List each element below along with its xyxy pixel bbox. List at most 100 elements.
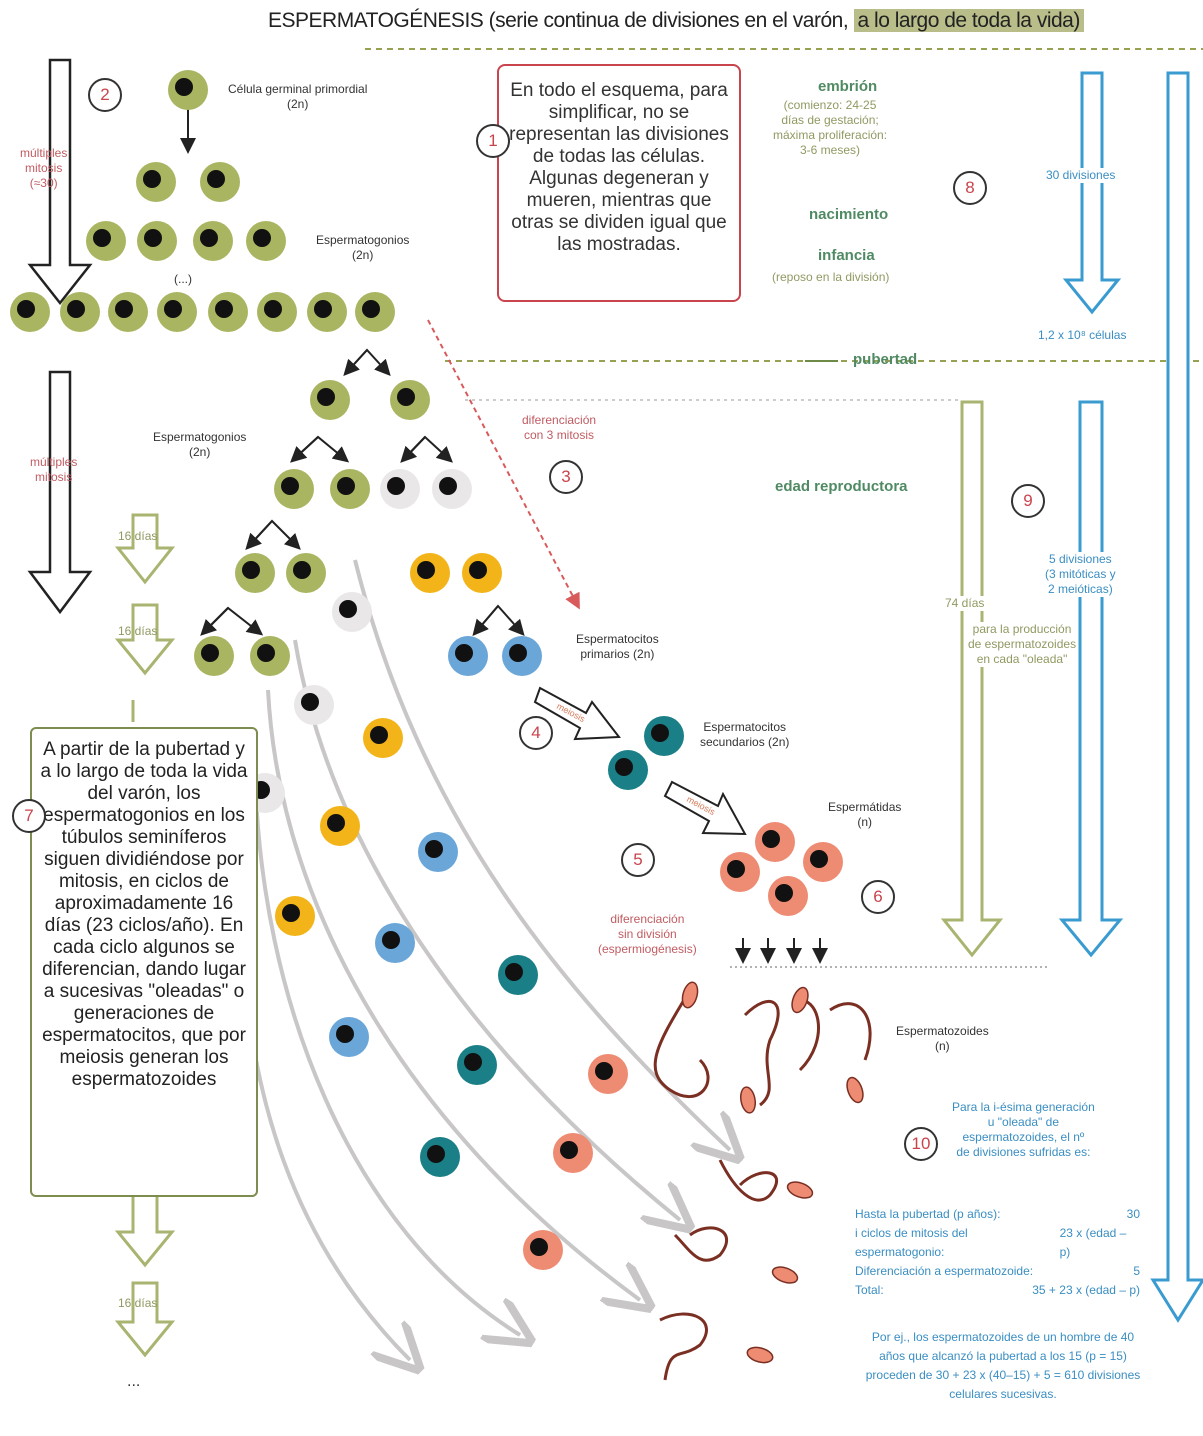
step-number-3: 3 xyxy=(549,460,583,494)
cell xyxy=(380,469,420,509)
cell xyxy=(332,592,372,632)
title-main: ESPERMATOGÉNESIS (serie continua de divi… xyxy=(268,9,849,32)
note-box-7: A partir de la pubertad y a lo largo de … xyxy=(30,727,258,1197)
right-cyan-arrow-tall xyxy=(1150,71,1203,1323)
cell xyxy=(523,1230,563,1270)
spermatids-label: Espermátidas(n) xyxy=(828,800,902,829)
cell xyxy=(286,553,326,593)
ellipsis-dots: ... xyxy=(127,1373,141,1390)
step-number-2: 2 xyxy=(88,78,122,112)
days-label-2: 16 días xyxy=(118,624,158,638)
right-cyan-arrow-adult xyxy=(1058,400,1124,958)
cell xyxy=(320,806,360,846)
step-number-4: 4 xyxy=(519,716,553,750)
formula-example: Por ej., los espermatozoides de un hombr… xyxy=(865,1330,1141,1401)
cell xyxy=(310,380,350,420)
formula-table: Hasta la pubertad (p años):30 i ciclos d… xyxy=(855,1205,1140,1300)
days-label-3: 16 días xyxy=(118,1296,158,1310)
step-number-10: 10 xyxy=(904,1127,938,1161)
spermatogonia-label-1: Espermatogonios(2n) xyxy=(316,233,410,262)
formula-row: Total:35 + 23 x (edad – p) xyxy=(855,1283,1140,1297)
cell xyxy=(363,718,403,758)
cell xyxy=(803,842,843,882)
step-number-5: 5 xyxy=(621,843,655,877)
cell xyxy=(608,750,648,790)
cell xyxy=(420,1137,460,1177)
spermiogenesis-arrows xyxy=(735,938,828,964)
cell xyxy=(274,469,314,509)
ellipsis-cells: (...) xyxy=(174,272,192,286)
stage-pubertad: pubertad xyxy=(853,351,918,368)
spermatozoa-label: Espermatozoides(n) xyxy=(896,1024,989,1053)
days-label-1: 16 días xyxy=(118,529,158,543)
cell xyxy=(498,955,538,995)
cell xyxy=(168,70,208,110)
cell xyxy=(410,553,450,593)
formula-row: Diferenciación a espermatozoide:5 xyxy=(855,1264,1140,1278)
step-number-1: 1 xyxy=(476,124,510,158)
cell xyxy=(246,221,286,261)
diagram-title: ESPERMATOGÉNESIS (serie continua de divi… xyxy=(268,6,1084,36)
lineage-forks xyxy=(200,348,525,637)
step-number-8: 8 xyxy=(953,171,987,205)
cell xyxy=(644,716,684,756)
cells-layer xyxy=(10,70,843,1270)
cell xyxy=(157,292,197,332)
cell xyxy=(137,221,177,261)
stage-embrion: embrión xyxy=(818,78,878,95)
cell xyxy=(250,636,290,676)
thirty-divisions: 30 divisiones xyxy=(1046,168,1116,183)
cell xyxy=(275,896,315,936)
cell xyxy=(235,553,275,593)
left-arrow-lower xyxy=(27,370,93,615)
cell xyxy=(720,852,760,892)
stage-nacimiento: nacimiento xyxy=(809,206,889,223)
cell xyxy=(462,553,502,593)
germ-cell-label: Célula germinal primordial(2n) xyxy=(228,82,368,111)
cell xyxy=(329,1017,369,1057)
cell xyxy=(86,221,126,261)
note-box-1: En todo el esquema, para simplificar, no… xyxy=(497,64,741,302)
cell xyxy=(208,292,248,332)
right-cyan-arrow-embryo xyxy=(1062,71,1122,315)
cell xyxy=(418,832,458,872)
left-arrow-upper xyxy=(27,58,93,306)
cell xyxy=(457,1045,497,1085)
step-number-7: 7 xyxy=(12,799,46,833)
cell xyxy=(502,636,542,676)
cell-count: 1,2 x 10⁸ células xyxy=(1038,328,1127,342)
stage-infancia: infancia xyxy=(818,247,875,264)
cell xyxy=(200,162,240,202)
stage-infancia-detail: (reposo en la división) xyxy=(772,270,890,284)
step-number-9: 9 xyxy=(1011,484,1045,518)
formula-row: Hasta la pubertad (p años):30 xyxy=(855,1207,1140,1221)
cell xyxy=(60,292,100,332)
meiosis-arrow-2: meiosis xyxy=(663,780,747,836)
cell xyxy=(108,292,148,332)
cell xyxy=(136,162,176,202)
days-74: 74 días xyxy=(945,596,985,611)
cell xyxy=(193,221,233,261)
formula-row: i ciclos de mitosis del espermatogonio:2… xyxy=(855,1226,1127,1259)
cell xyxy=(307,292,347,332)
spermatozoa xyxy=(653,981,872,1381)
cell xyxy=(257,292,297,332)
cell xyxy=(448,636,488,676)
right-olive-arrow-74 xyxy=(940,400,1004,958)
cell xyxy=(355,292,395,332)
step-number-6: 6 xyxy=(861,880,895,914)
spermatogonia-label-2: Espermatogonios(2n) xyxy=(153,430,247,459)
cell xyxy=(588,1054,628,1094)
wave-curves xyxy=(238,559,730,1360)
cell xyxy=(432,469,472,509)
cell xyxy=(294,685,334,725)
olive-cycle-arrows xyxy=(114,513,176,1358)
